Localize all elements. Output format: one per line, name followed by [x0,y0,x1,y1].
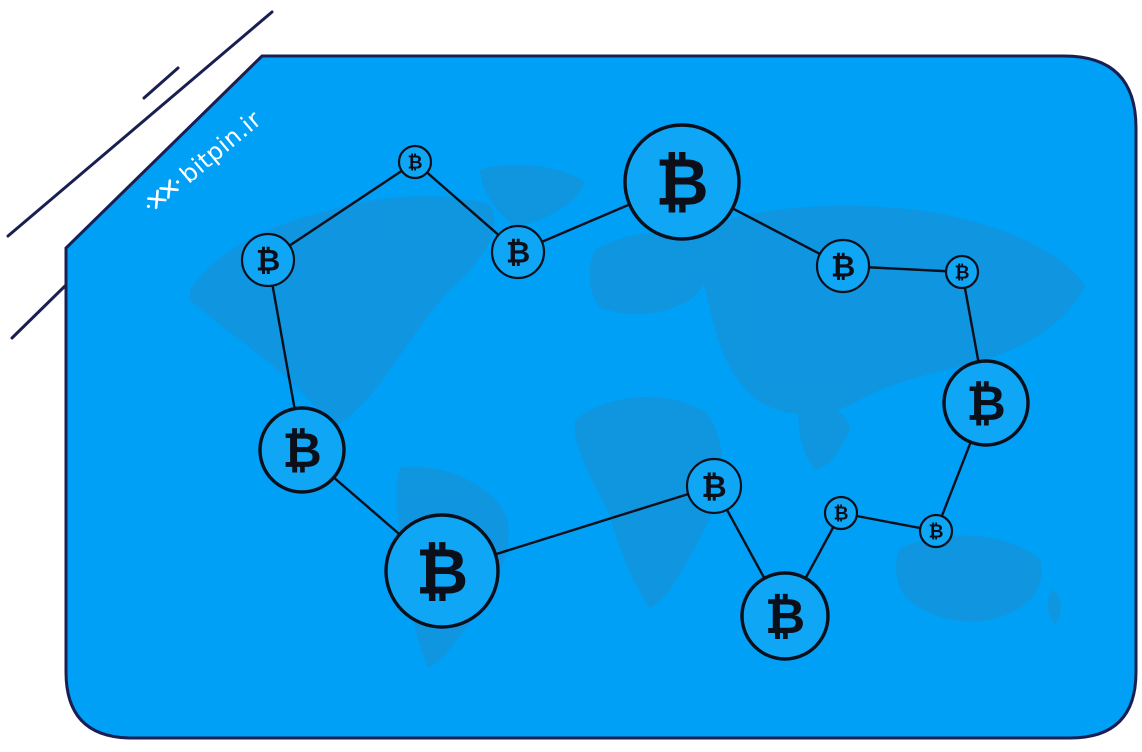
bitcoin-node: ₿ [397,144,433,180]
bitcoin-node-circle [942,359,1030,447]
network-nodes: ₿ ₿ ₿ ₿ ₿ ₿ ₿ ₿ ₿ ₿ ₿ ₿ ₿ [240,123,1030,661]
bitpin-logo-icon [146,179,180,210]
bitcoin-node-circle [623,123,741,241]
bitcoin-node: ₿ [815,238,871,294]
continent-india [798,399,850,470]
continent-greenland [480,164,585,226]
bitcoin-icon: ₿ [929,521,944,542]
accent-line [142,66,180,100]
continent-asia [698,205,1085,415]
bitcoin-node-circle [918,513,954,549]
continent-africa [574,397,722,608]
bitcoin-node: ₿ [918,513,954,549]
bitcoin-node: ₿ [823,495,859,531]
bitcoin-node: ₿ [740,571,830,661]
bitcoin-icon: ₿ [256,243,280,278]
accent-line [6,10,274,238]
bitcoin-node-circle [240,232,296,288]
bitcoin-icon: ₿ [416,534,468,609]
continent-australia [896,535,1042,622]
bitcoin-node: ₿ [490,224,546,280]
bitcoin-node-circle [384,513,500,629]
bitcoin-icon: ₿ [282,423,321,479]
bitcoin-icon: ₿ [408,152,423,173]
bitcoin-icon: ₿ [955,262,970,283]
bitcoin-node: ₿ [258,406,346,494]
bitcoin-node-circle [685,457,743,515]
bitcoin-node: ₿ [942,359,1030,447]
continent-new-zealand [1047,590,1061,624]
bitcoin-node: ₿ [240,232,296,288]
continent-europe [589,232,712,314]
network-edge [267,161,416,261]
bitcoin-icon: ₿ [506,235,530,270]
bitcoin-node-circle [490,224,546,280]
bitcoin-node-circle [823,495,859,531]
bitcoin-node: ₿ [384,513,500,629]
bitcoin-icon: ₿ [655,145,708,221]
bitcoin-icon: ₿ [701,469,726,505]
bitcoin-node: ₿ [685,457,743,515]
bitcoin-node: ₿ [944,254,980,290]
bitcoin-node-circle [258,406,346,494]
bitcoin-icon: ₿ [765,587,805,645]
bitcoin-node-circle [815,238,871,294]
bitcoin-node: ₿ [623,123,741,241]
bitcoin-icon: ₿ [966,376,1005,432]
bitcoin-icon: ₿ [831,249,855,284]
bitcoin-node-circle [944,254,980,290]
bitcoin-icon: ₿ [834,503,849,524]
bitcoin-node-circle [740,571,830,661]
bitcoin-node-circle [397,144,433,180]
